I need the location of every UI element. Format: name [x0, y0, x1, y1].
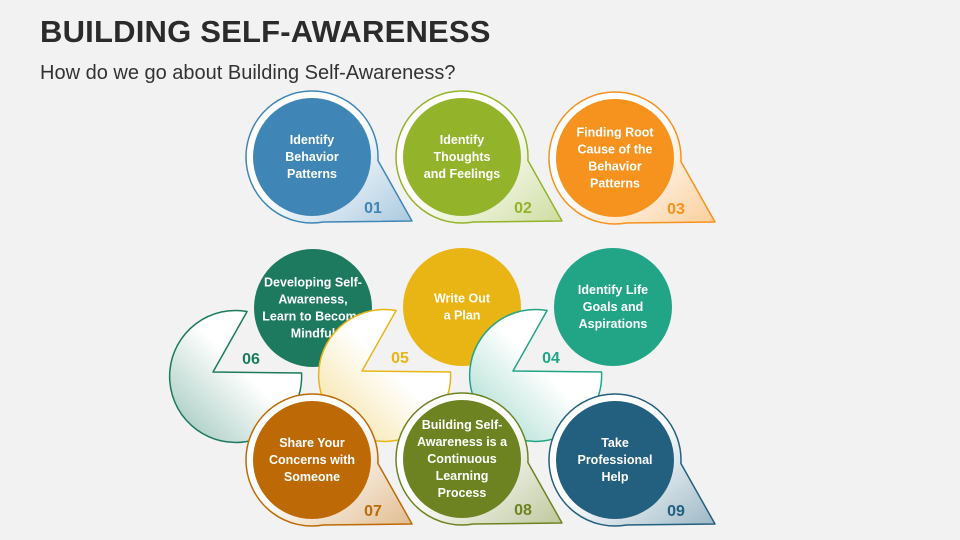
step-label-line: Cause of the — [577, 143, 652, 157]
step-label-line: Identify Life — [578, 283, 648, 297]
step-label-line: Awareness is a — [417, 435, 508, 449]
step-number: 09 — [667, 503, 685, 520]
step-label-line: Mindful — [291, 327, 335, 341]
step-label-line: Building Self- — [422, 418, 503, 432]
step-label-line: Continuous — [427, 452, 496, 466]
step-circle — [556, 401, 674, 519]
step-label-line: Someone — [284, 470, 340, 484]
step-label-line: Take — [601, 436, 629, 450]
step-label-line: Finding Root — [576, 126, 654, 140]
page-subtitle: How do we go about Building Self-Awarene… — [40, 62, 456, 84]
step-label-line: Patterns — [287, 167, 337, 181]
step-label-line: Identify — [440, 133, 484, 147]
step-label-line: Developing Self- — [264, 276, 362, 290]
step-label-line: Help — [601, 470, 628, 484]
step-label-line: Thoughts — [434, 150, 491, 164]
step-label-line: Awareness, — [278, 293, 347, 307]
step-label-line: Aspirations — [579, 317, 648, 331]
step-label: Developing Self- Awareness, Learn to Becom… — [262, 276, 363, 341]
step-circle — [403, 400, 521, 518]
step-number: 01 — [364, 200, 382, 217]
step-circle — [253, 98, 371, 216]
step-circle — [403, 98, 521, 216]
step-label-line: Share Your — [279, 436, 345, 450]
step-number: 07 — [364, 503, 382, 520]
step-label-line: Write Out — [434, 292, 491, 306]
step-number: 08 — [514, 502, 532, 519]
step-label-line: Identify — [290, 133, 334, 147]
step-label-line: Behavior — [285, 150, 339, 164]
step-label-line: Goals and — [583, 300, 643, 314]
step-label-line: Process — [438, 486, 487, 500]
step-number: 04 — [542, 350, 560, 367]
step-label-line: Learning — [436, 469, 489, 483]
step-label-line: a Plan — [444, 309, 481, 323]
step-number: 02 — [514, 200, 532, 217]
step-label-line: Behavior — [588, 160, 642, 174]
step-circle — [253, 401, 371, 519]
step-circle — [554, 248, 672, 366]
step-number: 05 — [391, 350, 409, 367]
step-number: 06 — [242, 351, 260, 368]
step-label-line: Concerns with — [269, 453, 355, 467]
step-circle — [556, 99, 674, 217]
step-label-line: Learn to Become — [262, 310, 363, 324]
step-label-line: Patterns — [590, 177, 640, 191]
step-label-line: and Feelings — [424, 167, 500, 181]
step-label-line: Professional — [577, 453, 652, 467]
step-label: Write Out a Plan — [434, 292, 491, 323]
step-number: 03 — [667, 201, 685, 218]
page-title: BUILDING SELF-AWARENESS — [40, 14, 491, 49]
